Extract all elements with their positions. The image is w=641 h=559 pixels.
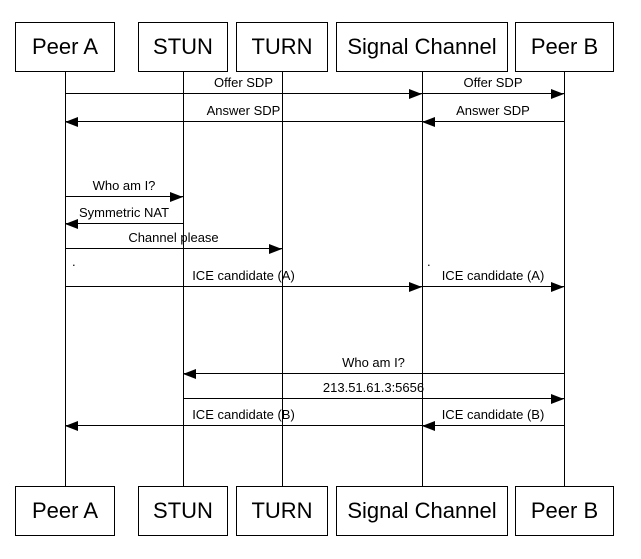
message-arrowhead-icon <box>409 281 422 292</box>
actor-box-bottom-peer-a: Peer A <box>15 486 115 536</box>
message-arrowhead-icon <box>551 88 564 99</box>
actor-label: Peer B <box>530 498 599 523</box>
actor-box-bottom-turn: TURN <box>236 486 328 536</box>
actor-box-top-turn: TURN <box>236 22 328 72</box>
actor-label: Peer B <box>530 34 599 59</box>
actor-box-top-peer-a: Peer A <box>15 22 115 72</box>
message-line <box>65 425 422 426</box>
actor-box-bottom-peer-b: Peer B <box>515 486 614 536</box>
message-line <box>422 425 564 426</box>
lifeline-turn <box>282 72 283 486</box>
message-line <box>183 398 564 399</box>
message-line <box>183 373 564 374</box>
actor-label: TURN <box>251 34 313 59</box>
message-label: 213.51.61.3:5656 <box>322 380 425 395</box>
lifeline-stun <box>183 72 184 486</box>
actor-label: Peer A <box>31 498 99 523</box>
dot-marker: . <box>72 254 76 269</box>
actor-box-top-peer-b: Peer B <box>515 22 614 72</box>
message-arrowhead-icon <box>422 420 435 431</box>
message-arrowhead-icon <box>269 243 282 254</box>
message-arrowhead-icon <box>183 368 196 379</box>
actor-label: TURN <box>251 498 313 523</box>
message-label: ICE candidate (A) <box>192 268 295 283</box>
message-label: Answer SDP <box>456 103 530 118</box>
message-label: ICE candidate (B) <box>192 407 295 422</box>
message-label: ICE candidate (B) <box>441 407 545 422</box>
message-line <box>422 93 564 94</box>
message-line <box>65 223 183 224</box>
actor-box-top-stun: STUN <box>138 22 228 72</box>
actor-label: STUN <box>153 34 213 59</box>
message-arrowhead-icon <box>551 393 564 404</box>
message-arrowhead-icon <box>422 116 435 127</box>
message-arrowhead-icon <box>551 281 564 292</box>
actor-label: Signal Channel <box>347 34 497 59</box>
message-label: Answer SDP <box>206 103 281 118</box>
message-arrowhead-icon <box>65 420 78 431</box>
actor-label: Peer A <box>31 34 99 59</box>
message-line <box>65 196 183 197</box>
message-label: Offer SDP <box>213 75 273 90</box>
message-arrowhead-icon <box>65 116 78 127</box>
message-label: ICE candidate (A) <box>441 268 545 283</box>
actor-label: Signal Channel <box>347 498 497 523</box>
message-label: Offer SDP <box>463 75 523 90</box>
message-line <box>422 286 564 287</box>
message-line <box>65 93 422 94</box>
message-label: Symmetric NAT <box>78 205 170 220</box>
dot-marker: . <box>427 254 431 269</box>
message-label: Who am I? <box>342 355 405 370</box>
message-arrowhead-icon <box>409 88 422 99</box>
message-arrowhead-icon <box>65 218 78 229</box>
message-line <box>422 121 564 122</box>
message-line <box>65 286 422 287</box>
lifeline-peer-b <box>564 72 565 486</box>
message-line <box>65 121 422 122</box>
lifeline-signal-channel <box>422 72 423 486</box>
message-arrowhead-icon <box>170 191 183 202</box>
actor-label: STUN <box>153 498 213 523</box>
actor-box-bottom-stun: STUN <box>138 486 228 536</box>
message-label: Channel please <box>128 230 219 245</box>
lifeline-peer-a <box>65 72 66 486</box>
actor-box-bottom-signal-channel: Signal Channel <box>336 486 508 536</box>
message-line <box>65 248 282 249</box>
actor-box-top-signal-channel: Signal Channel <box>336 22 508 72</box>
message-label: Who am I? <box>92 178 156 193</box>
